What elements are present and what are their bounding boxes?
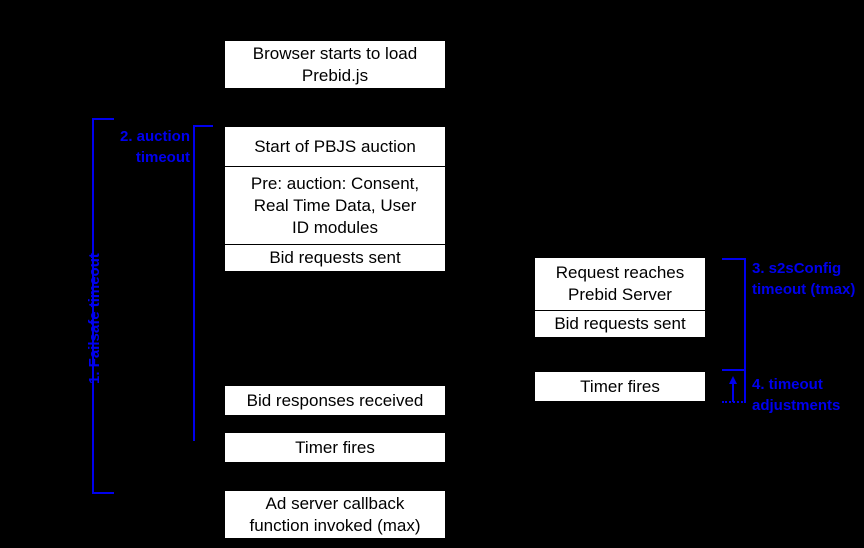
flow-box-browser-starts-load: Browser starts to load Prebid.js [225,41,445,88]
flow-box-pre-auction-modules: Pre: auction: Consent, Real Time Data, U… [225,166,445,244]
s2sconfig-bracket-bottom-tick [722,369,746,371]
failsafe-bracket-vertical [92,118,94,494]
adjustments-up-arrow-icon [729,376,737,402]
s2sconfig-bracket-top-tick [722,258,746,260]
flow-box-ad-server-callback: Ad server callback function invoked (max… [225,491,445,538]
flow-box-start-auction: Start of PBJS auction [225,127,445,166]
annotation-s2sconfig-timeout: 3. s2sConfig timeout (tmax) [752,260,856,298]
auction-bracket-top-tick [193,125,213,127]
auction-bracket-vertical [193,125,195,441]
adjustments-dotted-baseline [722,401,746,403]
flow-box-bid-requests-sent-client: Bid requests sent [225,244,445,271]
flow-box-timer-fires-client: Timer fires [225,433,445,462]
annotation-timeout-adjustments: 4. timeout adjustments [752,376,841,414]
failsafe-bracket-bottom-tick [92,492,114,494]
annotation-failsafe-timeout: 1. Failsafe timeout [86,253,103,384]
s2sconfig-bracket-vertical [744,258,746,371]
annotation-auction-timeout: 2. auction timeout [119,128,190,166]
flow-box-bid-requests-sent-server: Bid requests sent [535,310,705,337]
adjustments-bracket-vertical [744,369,746,402]
flow-box-timer-fires-server: Timer fires [535,372,705,401]
flow-box-request-reaches-prebid-server: Request reaches Prebid Server [535,258,705,310]
failsafe-bracket-top-tick [92,118,114,120]
flow-box-bid-responses-received: Bid responses received [225,386,445,415]
